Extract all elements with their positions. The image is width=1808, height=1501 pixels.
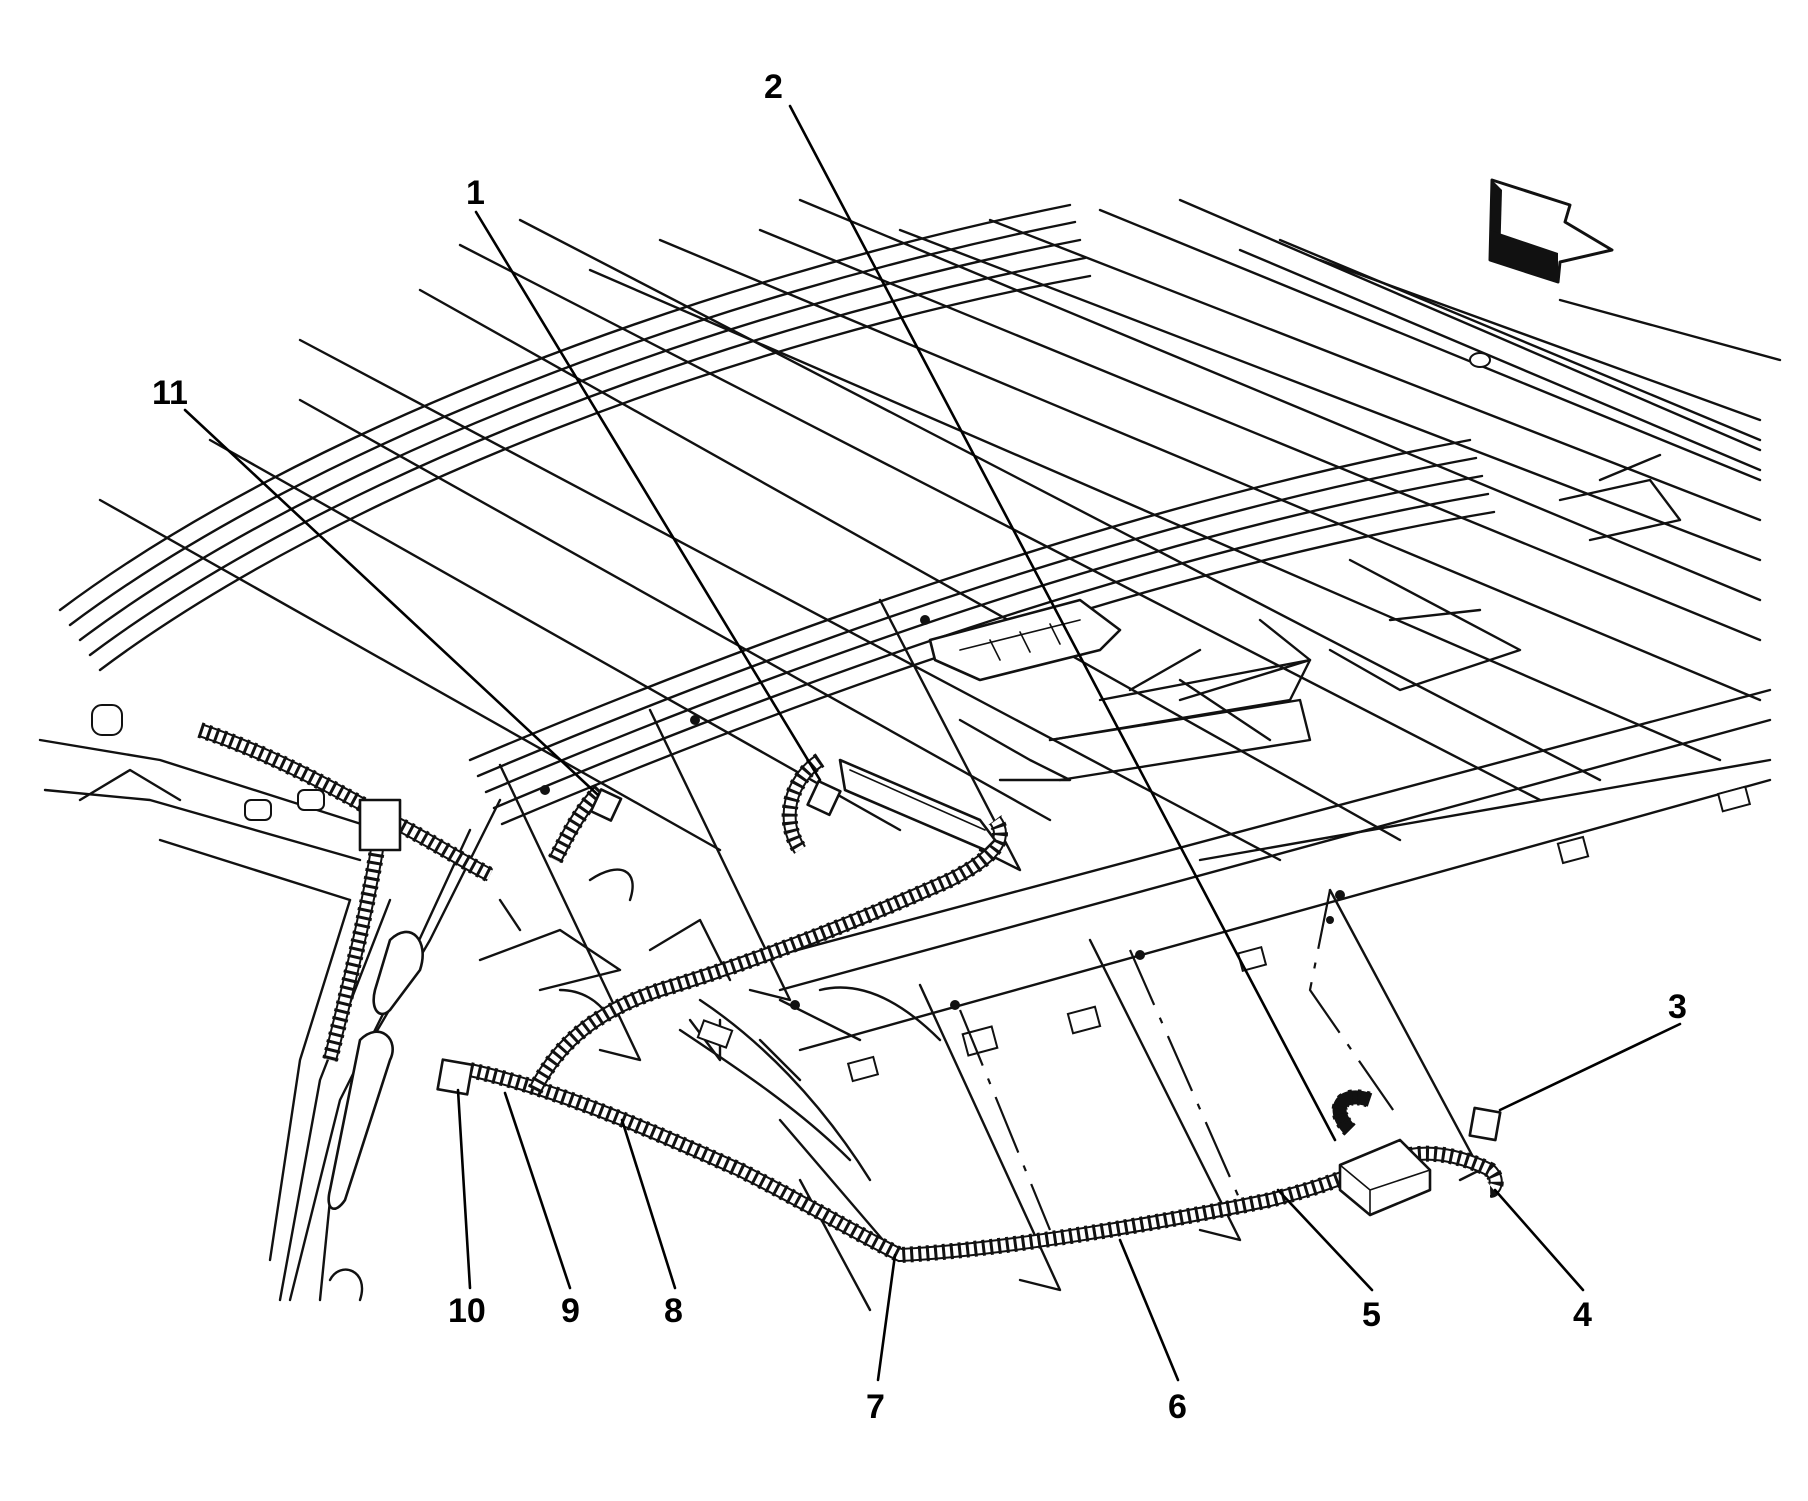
callout-1: 1 [466,174,485,212]
front-roof-bow [58,203,1092,672]
connector-11 [589,788,623,822]
right-side-rail [758,688,1772,1083]
callout-6: 6 [1168,1388,1187,1426]
roof-panel-segments [958,453,1682,782]
fasteners [540,352,1491,1010]
callout-3: 3 [1668,988,1687,1026]
pillar-bracket [358,798,402,852]
callout-5: 5 [1362,1296,1381,1334]
callout-leaders [183,104,1682,1382]
callout-11: 11 [152,374,188,412]
connector-3 [1468,1106,1502,1142]
callout-labels: 1 2 3 4 5 6 7 8 9 10 11 [152,68,1687,1426]
callout-8: 8 [664,1292,683,1330]
interior-trim [478,868,942,1312]
connector-10 [436,1058,474,1096]
control-module [1338,1138,1432,1217]
components [358,758,1502,1217]
roof-panel-lines [98,198,1782,862]
left-pillar-structure [38,704,502,1302]
callout-9: 9 [561,1292,580,1330]
callout-2: 2 [764,68,783,106]
lamp-module [838,758,997,852]
connector-1 [806,779,842,817]
callout-4: 4 [1573,1296,1592,1334]
callout-7: 7 [866,1388,885,1426]
callout-10: 10 [448,1292,486,1330]
forward-arrow-icon [1488,178,1614,284]
roof-wiring-harness [197,722,1504,1264]
rear-light-bracket [928,598,1122,682]
